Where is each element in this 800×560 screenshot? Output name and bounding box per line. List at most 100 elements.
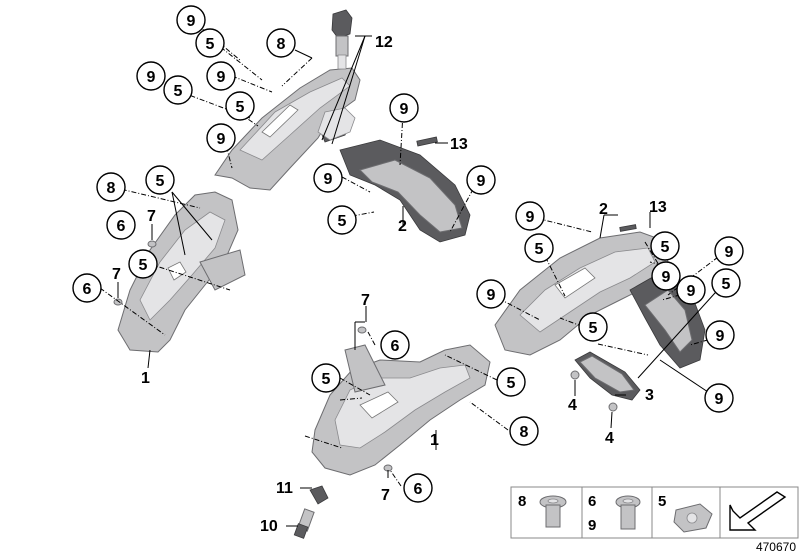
screw-4-parts xyxy=(570,370,618,412)
lower-connector-part xyxy=(293,485,329,539)
label-p2: 13 xyxy=(450,136,468,153)
callout-c4: 9 xyxy=(136,61,166,91)
label-p16: 10 xyxy=(260,518,278,535)
callout-c6: 5 xyxy=(163,75,193,105)
callout-circles: 9 5 8 9 9 5 5 9 9 9 9 5 8 5 6 5 6 9 5 5 … xyxy=(72,5,744,503)
label-p10: 3 xyxy=(645,387,654,404)
callout-c12: 5 xyxy=(327,205,357,235)
label-p9: 7 xyxy=(361,292,370,309)
callout-c5: 9 xyxy=(206,61,236,91)
label-p14: 7 xyxy=(381,487,390,504)
label-p6: 1 xyxy=(141,370,150,387)
svg-text:5: 5 xyxy=(206,36,215,53)
svg-text:9: 9 xyxy=(147,69,156,86)
svg-text:5: 5 xyxy=(661,239,670,256)
callout-c28: 9 xyxy=(704,383,734,413)
screw-8-icon xyxy=(539,495,567,528)
callout-c17: 6 xyxy=(72,273,102,303)
svg-text:9: 9 xyxy=(662,269,671,286)
svg-text:9: 9 xyxy=(487,287,496,304)
callout-c3: 8 xyxy=(266,28,296,58)
label-p1: 12 xyxy=(375,34,393,51)
svg-text:5: 5 xyxy=(236,99,245,116)
pointer-arrow-icon xyxy=(729,491,787,531)
label-p5: 7 xyxy=(112,266,121,283)
lower-panel-part xyxy=(311,344,491,476)
svg-text:8: 8 xyxy=(520,424,529,441)
legend-label-6: 6 xyxy=(588,493,596,510)
svg-text:5: 5 xyxy=(174,83,183,100)
svg-text:9: 9 xyxy=(217,131,226,148)
clip-13-right-part xyxy=(619,224,637,232)
callout-c30: 5 xyxy=(311,363,341,393)
svg-text:6: 6 xyxy=(391,338,400,355)
drawing-number: 470670 xyxy=(755,540,796,554)
svg-text:9: 9 xyxy=(526,209,535,226)
clip-13-top-part xyxy=(416,136,438,147)
callout-c15: 6 xyxy=(106,210,136,240)
legend-label-5: 5 xyxy=(658,493,666,510)
callout-c14: 5 xyxy=(145,165,175,195)
screw-6-9-icon xyxy=(615,495,641,530)
svg-text:9: 9 xyxy=(716,328,725,345)
fastener-legend: 8 6 9 5 xyxy=(510,486,799,539)
svg-text:8: 8 xyxy=(107,180,116,197)
callout-c2: 5 xyxy=(195,28,225,58)
svg-text:9: 9 xyxy=(187,13,196,30)
legend-label-8: 8 xyxy=(518,493,526,510)
svg-text:6: 6 xyxy=(414,481,423,498)
callout-c27: 9 xyxy=(705,320,735,350)
callout-c32: 8 xyxy=(509,416,539,446)
callout-c8: 9 xyxy=(206,123,236,153)
svg-text:5: 5 xyxy=(139,257,148,274)
callout-c33: 6 xyxy=(403,473,433,503)
plain-labels: 12 13 2 7 7 1 2 13 7 3 4 4 1 7 11 10 xyxy=(112,34,667,535)
clip-nut-icon xyxy=(673,503,713,533)
label-p8: 13 xyxy=(649,199,667,216)
label-p3: 2 xyxy=(398,218,407,235)
svg-text:5: 5 xyxy=(156,173,165,190)
label-p7: 2 xyxy=(599,201,608,218)
upper-trim-panel-part xyxy=(214,67,361,191)
svg-text:5: 5 xyxy=(322,371,331,388)
callout-c11: 9 xyxy=(466,165,496,195)
left-panel-part xyxy=(117,191,246,353)
svg-text:8: 8 xyxy=(277,36,286,53)
svg-text:9: 9 xyxy=(217,69,226,86)
svg-text:5: 5 xyxy=(722,276,731,293)
svg-text:9: 9 xyxy=(324,171,333,188)
callout-c26: 9 xyxy=(476,279,506,309)
svg-text:5: 5 xyxy=(535,241,544,258)
callout-c10: 9 xyxy=(313,163,343,193)
svg-text:6: 6 xyxy=(117,218,126,235)
callout-c31: 5 xyxy=(496,367,526,397)
washer-parts xyxy=(113,240,393,472)
label-p12: 4 xyxy=(605,430,614,447)
callout-c7: 5 xyxy=(225,91,255,121)
svg-text:5: 5 xyxy=(507,375,516,392)
callout-c13: 8 xyxy=(96,172,126,202)
svg-text:6: 6 xyxy=(83,281,92,298)
callout-c18: 9 xyxy=(515,201,545,231)
svg-text:9: 9 xyxy=(687,283,696,300)
callout-c21: 9 xyxy=(714,236,744,266)
legend-label-9: 9 xyxy=(588,517,596,534)
svg-text:9: 9 xyxy=(400,101,409,118)
leader-lines xyxy=(99,22,727,527)
upper-duct-part xyxy=(317,107,471,243)
callout-c9: 9 xyxy=(389,93,419,123)
bracket-part xyxy=(574,351,641,401)
callout-c25: 5 xyxy=(578,312,608,342)
callout-c23: 5 xyxy=(711,268,741,298)
callout-c16: 5 xyxy=(128,249,158,279)
sensor-connector-part xyxy=(331,9,353,70)
label-p4: 7 xyxy=(147,208,156,225)
svg-text:9: 9 xyxy=(725,244,734,261)
callout-c29: 6 xyxy=(380,330,410,360)
callout-c22: 9 xyxy=(651,261,681,291)
svg-text:5: 5 xyxy=(589,320,598,337)
callout-c24: 9 xyxy=(676,275,706,305)
label-p13: 1 xyxy=(430,432,439,449)
callout-c19: 5 xyxy=(524,233,554,263)
